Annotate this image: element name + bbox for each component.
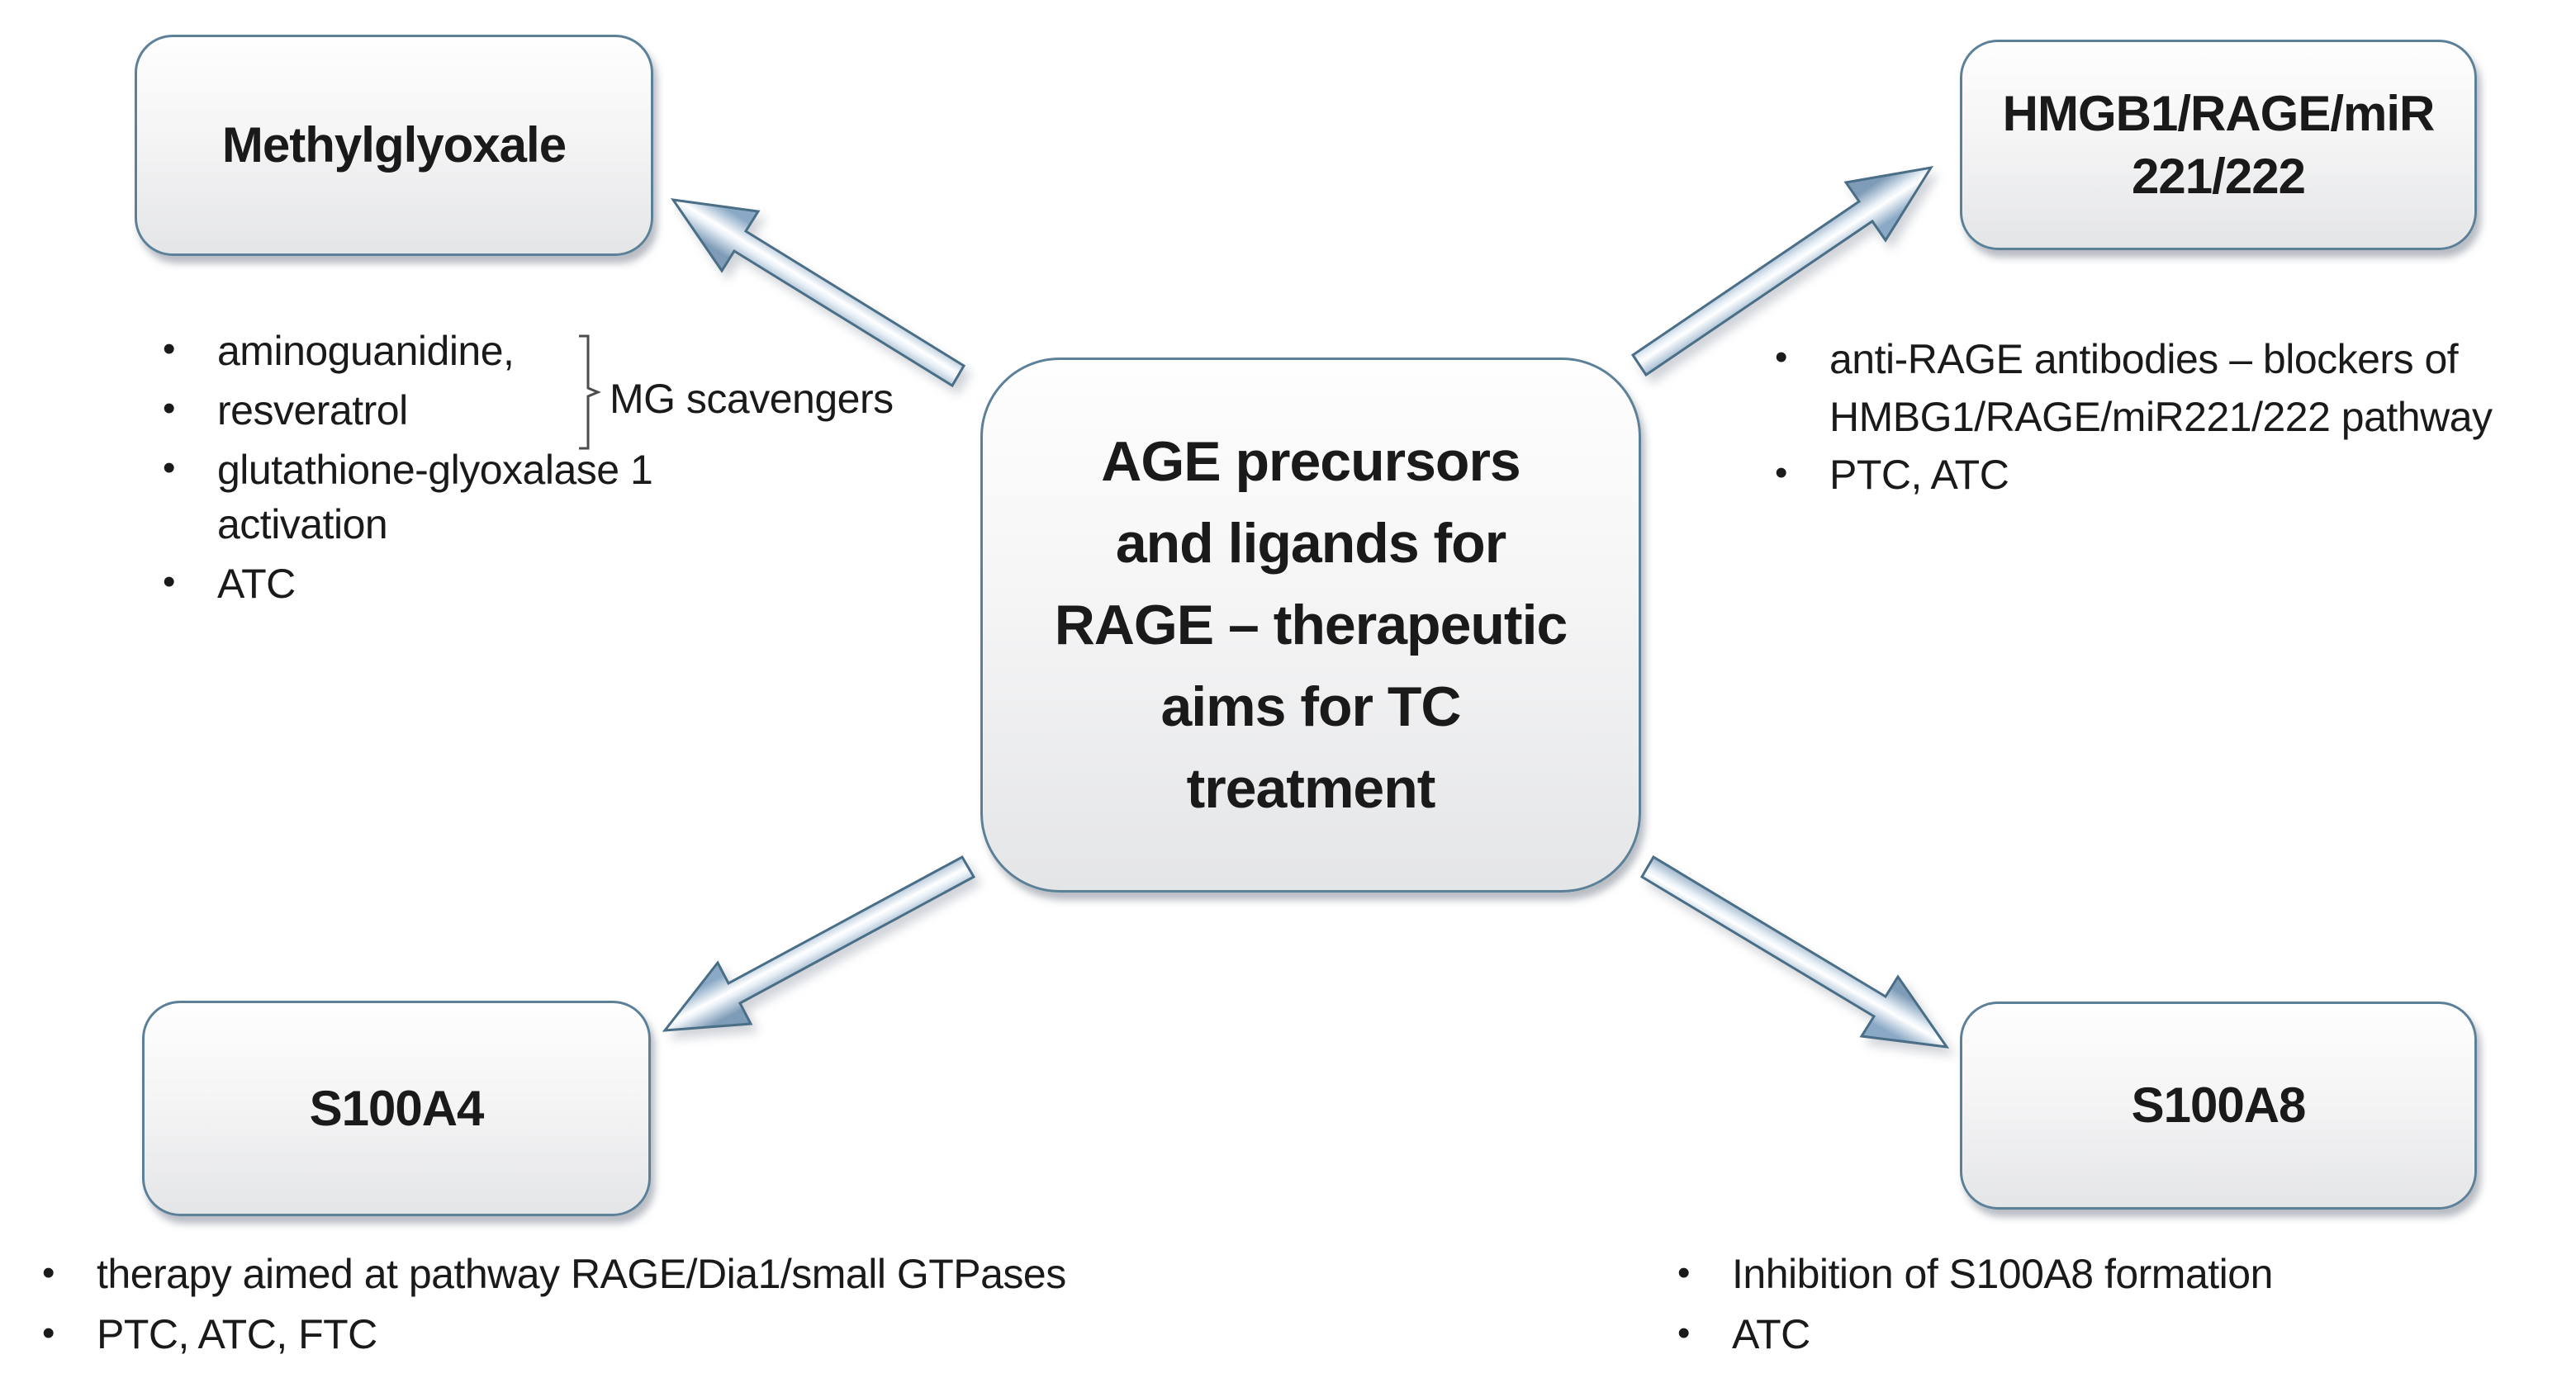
list-item: resveratrol <box>158 381 729 438</box>
bullet-list-s100a4: therapy aimed at pathway RAGE/Dia1/small… <box>37 1243 1326 1365</box>
node-hmgb1-title: HMGB1/RAGE/miR 221/222 <box>2002 83 2436 208</box>
center-node-title: AGE precursors and ligands for RAGE – th… <box>1055 421 1568 830</box>
list-item: therapy aimed at pathway RAGE/Dia1/small… <box>37 1243 1326 1305</box>
list-item: glutathione-glyoxalase 1 activation <box>158 441 729 552</box>
brace-label: MG scavengers <box>610 376 894 422</box>
node-s100a8: S100A8 <box>1960 1002 2477 1210</box>
node-methylglyoxale-title: Methylglyoxale <box>221 117 567 173</box>
arrow-to-s100a8-icon <box>1639 855 1950 1049</box>
list-item: PTC, ATC <box>1770 444 2576 504</box>
node-s100a4: S100A4 <box>142 1001 651 1216</box>
node-s100a4-title: S100A4 <box>309 1080 485 1136</box>
node-hmgb1-rage-mir: HMGB1/RAGE/miR 221/222 <box>1960 40 2477 250</box>
list-item: ATC <box>158 555 729 611</box>
node-s100a8-title: S100A8 <box>2131 1077 2307 1133</box>
node-hmgb1-title-line1: HMGB1/RAGE/miR <box>2002 85 2436 141</box>
list-item: ATC <box>1672 1303 2556 1365</box>
list-item: Inhibition of S100A8 formation <box>1672 1243 2556 1305</box>
arrow-to-hmgb-icon <box>1630 165 1934 377</box>
list-item: anti-RAGE antibodies – blockers of HMBG1… <box>1770 329 2576 446</box>
center-title-line: and ligands for <box>1115 511 1506 575</box>
node-age-precursors: AGE precursors and ligands for RAGE – th… <box>980 358 1641 893</box>
node-methylglyoxale: Methylglyoxale <box>135 35 653 256</box>
arrow-to-methylglyoxale-icon <box>670 198 966 388</box>
center-title-line: AGE precursors <box>1101 429 1521 493</box>
bullet-list-s100a8: Inhibition of S100A8 formation ATC <box>1672 1243 2556 1365</box>
list-item: PTC, ATC, FTC <box>37 1303 1326 1365</box>
node-hmgb1-title-line2: 221/222 <box>2132 148 2306 204</box>
center-title-line: RAGE – therapeutic <box>1054 593 1568 656</box>
bullet-list-hmgb: anti-RAGE antibodies – blockers of HMBG1… <box>1770 329 2576 504</box>
arrow-to-s100a4-icon <box>662 855 976 1032</box>
brace-icon <box>579 334 601 450</box>
center-title-line: aims for TC <box>1160 675 1461 738</box>
list-item: aminoguanidine, <box>158 322 729 378</box>
center-title-line: treatment <box>1186 756 1436 820</box>
bullet-list-methylglyoxale: aminoguanidine, resveratrol glutathione-… <box>158 322 729 616</box>
